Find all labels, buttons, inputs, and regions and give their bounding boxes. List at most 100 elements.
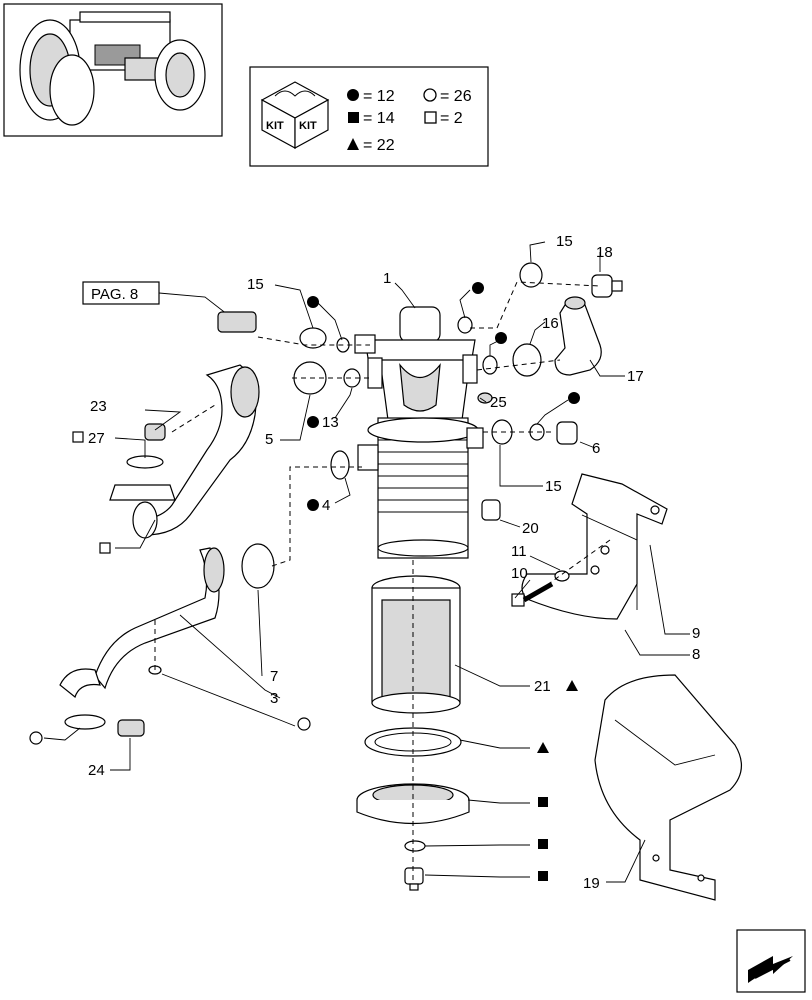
fitting-18 xyxy=(591,274,623,298)
filled-triangle-marker xyxy=(566,680,578,691)
leader-13 xyxy=(334,387,353,419)
leader-dot-6 xyxy=(536,399,569,425)
kit-label-right: KIT xyxy=(299,120,317,132)
filter-element xyxy=(371,575,461,714)
legend-frame xyxy=(249,66,489,167)
leader-circle-right xyxy=(161,673,296,727)
leader-triangle xyxy=(459,739,530,749)
callout-18: 18 xyxy=(596,244,613,261)
leader-24 xyxy=(110,738,131,771)
o-ring-upper-right xyxy=(457,316,473,334)
guard-19 xyxy=(594,674,742,901)
valve-25 xyxy=(477,392,493,404)
clamp-15-top xyxy=(519,262,543,288)
cap-20 xyxy=(481,499,501,521)
callout-24: 24 xyxy=(88,762,105,779)
leader-27 xyxy=(114,437,146,458)
leader-square-plug xyxy=(424,874,530,878)
open-square-marker xyxy=(72,431,84,443)
leader-16 xyxy=(529,321,546,345)
leader-1 xyxy=(394,282,416,309)
leader-20 xyxy=(499,519,521,528)
leader-7 xyxy=(257,589,263,677)
filled-circle-marker xyxy=(568,392,580,404)
filter-bowl xyxy=(357,417,484,559)
drain-plug xyxy=(404,867,424,891)
filled-square-icon xyxy=(348,112,359,123)
callout-5: 5 xyxy=(265,431,273,448)
dash-assembly-18 xyxy=(470,281,601,329)
legend-filled-circle-value: = 12 xyxy=(363,88,395,105)
callout-8: 8 xyxy=(692,646,700,663)
filled-triangle-marker xyxy=(537,742,549,753)
filled-circle-marker xyxy=(307,296,319,308)
leader-4 xyxy=(334,477,351,504)
filled-square-marker xyxy=(538,871,548,881)
kit-box-icon: KIT KIT xyxy=(260,81,330,150)
open-circle-icon xyxy=(423,88,437,102)
dash-assembly-upper xyxy=(257,336,370,346)
leader-17 xyxy=(589,359,625,377)
callout-11: 11 xyxy=(511,543,527,560)
open-square-icon xyxy=(424,111,437,124)
lower-hose xyxy=(59,547,225,730)
callout-3: 3 xyxy=(270,690,278,707)
cap-6 xyxy=(556,421,578,445)
leader-square xyxy=(115,519,156,549)
leader-8 xyxy=(624,629,690,656)
leader-21 xyxy=(454,664,530,687)
leader-25 xyxy=(479,397,487,403)
leader-15a xyxy=(274,284,314,329)
leader-square-cap xyxy=(467,799,530,804)
leader-dot-upper-right xyxy=(459,289,471,319)
leader-15c xyxy=(499,445,543,487)
leader-10 xyxy=(514,579,531,599)
callout-20: 20 xyxy=(522,520,539,537)
legend-open-square-value: = 2 xyxy=(440,110,463,127)
page-reference-link[interactable]: PAG. 8 xyxy=(82,281,257,333)
leader-6 xyxy=(579,441,596,449)
filled-square-marker xyxy=(538,797,548,807)
callout-23: 23 xyxy=(90,398,107,415)
filled-circle-marker xyxy=(495,332,507,344)
callout-27: 27 xyxy=(88,430,105,447)
dash-assembly-7 xyxy=(271,466,362,567)
drain-washer xyxy=(404,840,426,852)
connector-24 xyxy=(117,719,145,737)
callout-25: 25 xyxy=(490,394,507,411)
callout-7: 7 xyxy=(270,668,278,685)
o-ring-4 xyxy=(330,450,350,480)
open-circle-marker xyxy=(297,717,311,731)
leader-3 xyxy=(179,614,281,699)
next-page-arrow-icon[interactable] xyxy=(736,929,806,993)
callout-16: 16 xyxy=(542,315,559,332)
dash-assembly-23 xyxy=(171,404,216,433)
leader-circle-left xyxy=(43,727,81,741)
callout-10: 10 xyxy=(511,565,528,582)
upper-hose xyxy=(109,364,260,539)
dash-assembly-16 xyxy=(476,359,561,371)
filled-circle-marker xyxy=(472,282,484,294)
callout-15: 15 xyxy=(247,276,264,293)
leader-9 xyxy=(649,544,690,635)
elbow-fitting-17 xyxy=(554,296,602,376)
o-ring-right xyxy=(482,355,498,375)
clamp-16 xyxy=(512,343,542,377)
callout-19: 19 xyxy=(583,875,600,892)
callout-4: 4 xyxy=(322,497,330,514)
legend-filled-square-value: = 14 xyxy=(363,110,395,127)
callout-21: 21 xyxy=(534,678,551,695)
connector-23 xyxy=(144,423,166,441)
referenced-fitting xyxy=(217,311,257,333)
filled-circle-marker xyxy=(307,416,319,428)
washer-11 xyxy=(554,570,570,582)
kit-legend: KIT KIT = 12 = 26 = 14 = 2 = 22 xyxy=(249,66,489,167)
legend-open-circle-value: = 26 xyxy=(440,88,472,105)
callout-6: 6 xyxy=(592,440,600,457)
clamp-7 xyxy=(241,543,275,589)
open-square-marker xyxy=(99,542,111,554)
bowl-cap xyxy=(356,783,470,825)
page-reference-label: PAG. 8 xyxy=(91,286,138,303)
leader-23 xyxy=(144,409,182,431)
